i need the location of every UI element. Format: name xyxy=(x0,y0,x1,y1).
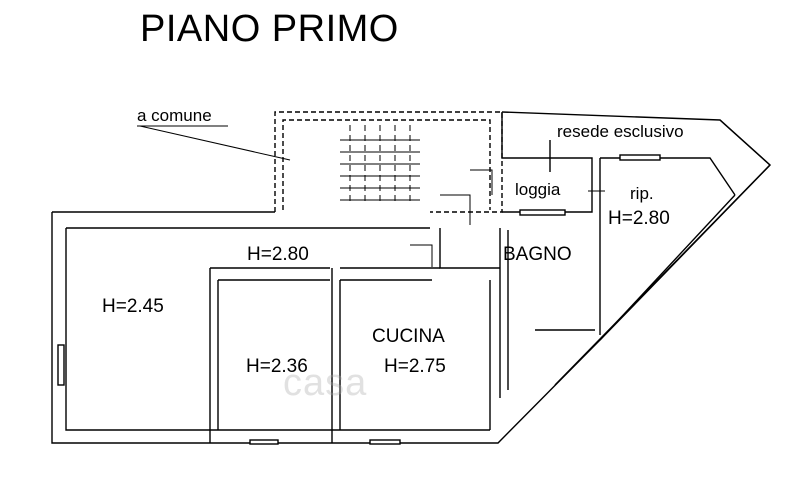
label-room-middle-height: H=2.36 xyxy=(246,356,308,377)
label-corridor-height: H=2.80 xyxy=(247,244,309,265)
outer-wall xyxy=(51,111,772,444)
watermark: casa xyxy=(283,362,368,404)
leader-line xyxy=(139,125,291,161)
label-bathroom: BAGNO xyxy=(503,244,572,265)
label-loggia: loggia xyxy=(515,180,561,199)
door-swing-2 xyxy=(440,194,471,225)
label-shared: a comune xyxy=(137,106,212,125)
page-title: PIANO PRIMO xyxy=(140,8,399,50)
door-swing-3 xyxy=(470,169,493,195)
label-kitchen: CUCINA xyxy=(372,326,445,347)
label-exclusive-yard: resede esclusivo xyxy=(557,122,684,141)
door-bottom-2 xyxy=(369,439,401,445)
window-loggia xyxy=(519,209,566,216)
window-left xyxy=(57,344,65,386)
outer-right-2 xyxy=(554,164,771,386)
label-storage-height: H=2.80 xyxy=(608,208,670,229)
door-swing-1 xyxy=(410,244,433,267)
inner-wall-outline xyxy=(65,228,490,431)
outer-right-1 xyxy=(719,119,771,166)
label-room-left-height: H=2.45 xyxy=(102,296,164,317)
stair-area xyxy=(274,111,503,213)
stair-area-inner xyxy=(282,119,491,210)
label-kitchen-height: H=2.75 xyxy=(384,356,446,377)
door-bottom-1 xyxy=(249,439,279,445)
label-storage: rip. xyxy=(630,184,654,203)
storage-wall xyxy=(600,157,736,196)
window-storage xyxy=(619,154,661,161)
bath-wall xyxy=(439,228,500,269)
stair-tread-2 xyxy=(349,125,411,205)
